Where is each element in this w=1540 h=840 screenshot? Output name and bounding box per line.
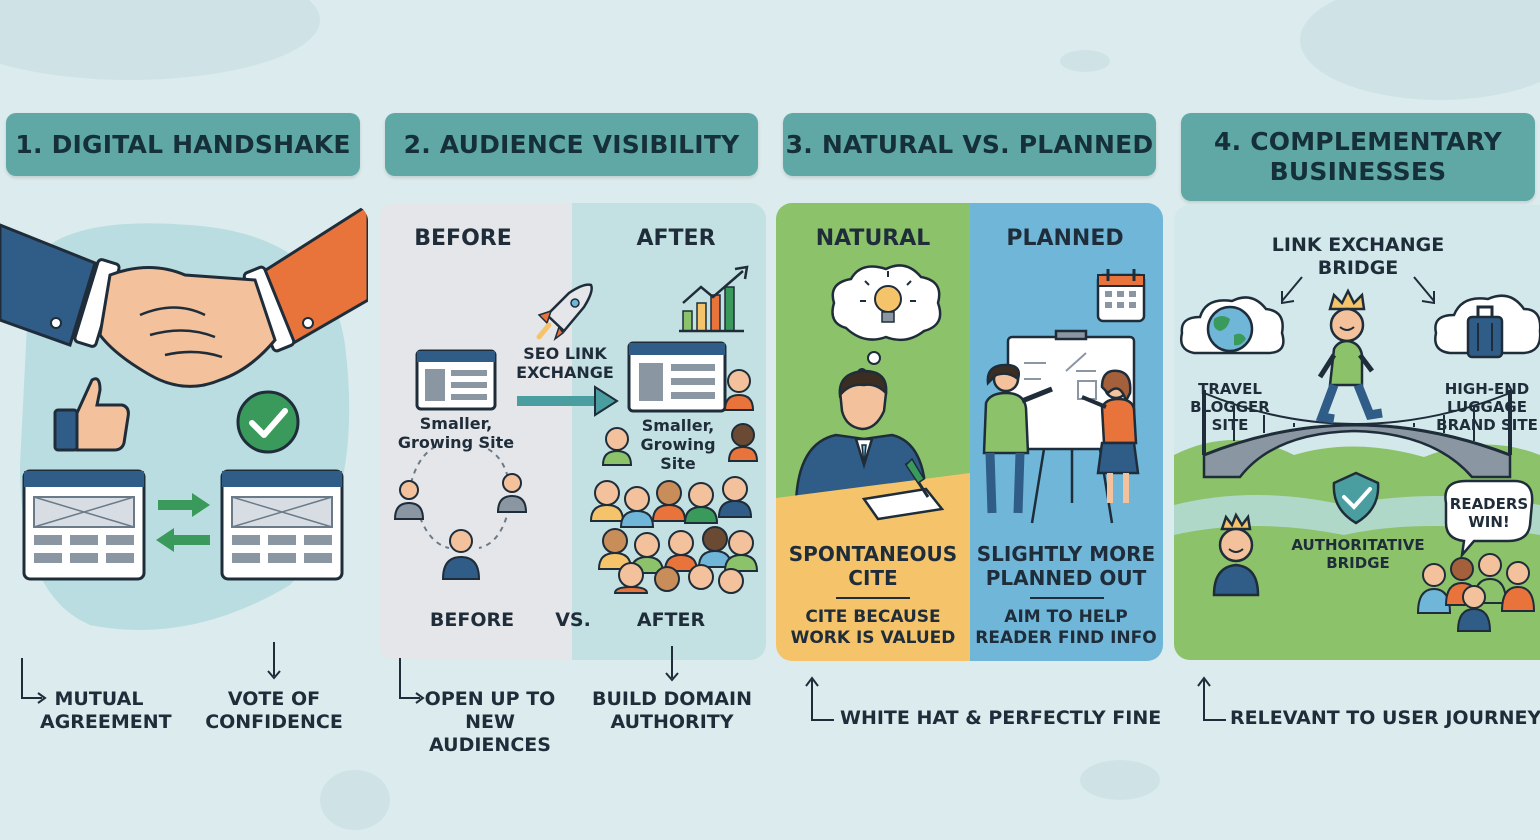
crowd-icon (589, 369, 759, 594)
rocket-icon (536, 283, 593, 342)
shield-check-icon (1332, 471, 1380, 525)
corner-arrow-icon (805, 676, 834, 721)
corner-arrow-icon (1197, 676, 1226, 721)
panel-3-title: 3. NATURAL VS. PLANNED (783, 113, 1156, 176)
handshake-icon (0, 205, 368, 388)
luggage-icon (1434, 294, 1540, 359)
browser-window-icon (415, 349, 497, 411)
open-up-audiences-label: OPEN UP TO NEW AUDIENCES (424, 688, 556, 756)
exchange-arrows-icon (156, 493, 210, 552)
panel-1-title: 1. DIGITAL HANDSHAKE (6, 113, 360, 176)
background-blob (1300, 0, 1540, 100)
person-icon (393, 473, 528, 580)
person-walking-icon (1315, 288, 1383, 424)
panel-1-illustration (0, 205, 368, 660)
natural-heading: NATURAL (815, 226, 931, 251)
readers-group-icon (1416, 553, 1536, 632)
smaller-site-label-before: Smaller, Growing Site (397, 414, 515, 452)
link-exchange-bridge-label: LINK EXCHANGE BRIDGE (1271, 234, 1445, 279)
background-blob (1060, 50, 1110, 72)
luggage-brand-site-label: HIGH-END LUGGAGE BRAND SITE (1436, 380, 1538, 434)
thumbs-up-icon (53, 377, 130, 452)
seo-link-exchange-label: SEO LINK EXCHANGE (516, 344, 614, 382)
vote-of-confidence-label: VOTE OF CONFIDENCE (205, 688, 343, 733)
down-arrow-icon (665, 646, 679, 682)
planned-sub-caption: AIM TO HELP READER FIND INFO (975, 607, 1157, 648)
mutual-agreement-label: MUTUAL AGREEMENT (40, 688, 172, 733)
spontaneous-cite-caption: SPONTANEOUS CITE (788, 542, 958, 590)
calendar-icon (1096, 269, 1146, 323)
panel-2-title: 2. AUDIENCE VISIBILITY (385, 113, 758, 176)
background-blob (1080, 760, 1160, 800)
crown-icon (1212, 512, 1260, 597)
panel-1-title-text: 1. DIGITAL HANDSHAKE (15, 129, 351, 159)
smaller-site-label-after: Smaller, Growing Site (640, 416, 716, 473)
panel-3-title-text: 3. NATURAL VS. PLANNED (785, 129, 1154, 159)
panel-4-illustration (1174, 205, 1540, 660)
growth-chart-icon (679, 265, 749, 333)
planned-heading: PLANNED (1006, 226, 1124, 251)
panel-2-title-text: 2. AUDIENCE VISIBILITY (403, 129, 740, 159)
browser-window-icon (627, 341, 727, 413)
panel-4-title-text: 4. COMPLEMENTARY BUSINESSES (1214, 127, 1502, 186)
natural-sub-caption: CITE BECAUSE WORK IS VALUED (790, 607, 956, 648)
panel-4-title: 4. COMPLEMENTARY BUSINESSES (1181, 113, 1535, 201)
corner-arrow-icon (399, 658, 425, 704)
after-heading: AFTER (636, 226, 716, 251)
before-bottom-label: BEFORE (429, 609, 515, 631)
panel-3-illustration (776, 203, 1163, 661)
corner-arrow-icon (21, 658, 47, 704)
seo-arrow-icon (517, 385, 619, 417)
travel-blogger-site-label: TRAVEL BLOGGER SITE (1190, 380, 1270, 434)
authoritative-bridge-label: AUTHORITATIVE BRIDGE (1291, 536, 1425, 572)
readers-win-bubble: READERS WIN! (1449, 495, 1529, 531)
background-blob (0, 0, 320, 80)
lightbulb-icon (831, 264, 942, 378)
globe-icon (1180, 296, 1285, 355)
background-blob (320, 770, 390, 830)
panel-2-illustration (379, 203, 766, 660)
relevant-user-journey-label: RELEVANT TO USER JOURNEY (1230, 707, 1540, 729)
browser-window-icon (220, 469, 344, 581)
check-circle-icon (236, 390, 300, 454)
person-writing-icon (776, 369, 970, 521)
whiteboard-planning-icon (982, 329, 1140, 524)
vs-label: VS. (555, 609, 591, 631)
bridge-icon (1202, 390, 1512, 479)
white-hat-label: WHITE HAT & PERFECTLY FINE (840, 707, 1162, 729)
down-arrow-icon (267, 642, 281, 680)
after-bottom-label: AFTER (636, 609, 706, 631)
before-heading: BEFORE (414, 226, 512, 251)
planned-out-caption: SLIGHTLY MORE PLANNED OUT (976, 542, 1156, 590)
build-domain-authority-label: BUILD DOMAIN AUTHORITY (592, 688, 752, 733)
browser-window-icon (22, 469, 146, 581)
